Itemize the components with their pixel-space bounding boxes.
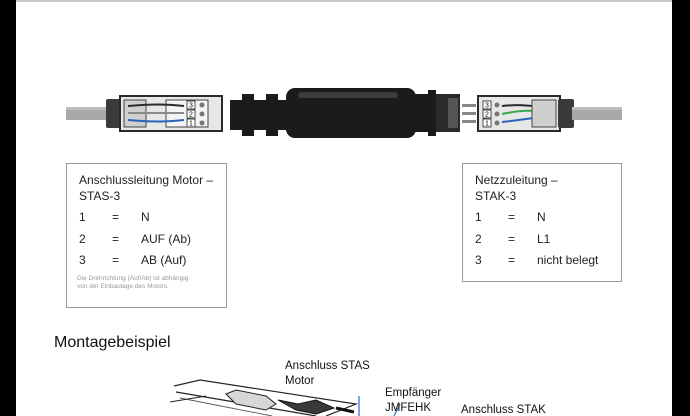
- cable-connector-illustration: 3 2 1 3 2: [16, 80, 672, 146]
- adapter-socket-opening: [448, 98, 458, 128]
- bracket-line: [169, 395, 207, 403]
- adapter-socket-end: [414, 90, 436, 136]
- pin-number: 2: [475, 232, 482, 246]
- right-pin-3: [462, 120, 476, 123]
- adapter-body-highlight: [298, 92, 398, 98]
- pin-equals: =: [508, 210, 516, 224]
- right-pin-1: [462, 104, 476, 107]
- svg-text:1: 1: [189, 121, 193, 128]
- left-cable-highlight: [66, 107, 110, 110]
- left-wire-1: [127, 103, 185, 107]
- callout-stak: Anschluss STAK: [461, 404, 546, 416]
- right-cable-highlight: [572, 107, 622, 110]
- right-pin-2: [462, 112, 476, 115]
- mains-cable-title: Netzzuleitung – STAK-3: [475, 173, 558, 203]
- left-cable: [66, 107, 110, 120]
- pin-assignment: AUF (Ab): [141, 232, 192, 246]
- pin-number: 2: [79, 232, 86, 246]
- pin-assignment: N: [141, 210, 150, 224]
- adapter-body: [286, 88, 416, 138]
- motor-head: [225, 389, 277, 411]
- right-strain-relief: [558, 99, 574, 128]
- svg-text:3: 3: [485, 103, 489, 110]
- pin-assignment: N: [537, 210, 546, 224]
- svg-text:1: 1: [485, 121, 489, 128]
- callout-receiver: Empfänger JMFEHK: [385, 387, 442, 414]
- pin-assignment: AB (Auf): [141, 253, 187, 267]
- right-connector-clamp: [531, 99, 557, 128]
- left-screw-2: [199, 111, 205, 117]
- right-cable: [572, 107, 622, 120]
- tube-inner-edge: [179, 397, 273, 416]
- cable-connector-svg: 3 2 1 3 2: [66, 88, 622, 138]
- rotation-direction-note: Die Drehrichtung (Auf/Ab) ist abhängig v…: [77, 275, 189, 290]
- right-pin-labels: 3 2 1: [482, 100, 492, 128]
- pin-assignment: nicht belegt: [537, 253, 599, 267]
- pin-number: 3: [79, 253, 86, 267]
- adapter-plug-end: [230, 94, 288, 136]
- pin-number: 3: [475, 253, 482, 267]
- left-screw-3: [199, 120, 205, 126]
- left-wire-3: [127, 119, 185, 123]
- svg-text:3: 3: [189, 103, 193, 110]
- motor-cable-info-box: Anschlussleitung Motor – STAS-3 1 = N 2 …: [66, 163, 227, 308]
- right-screw-3: [494, 120, 500, 126]
- pin-assignment: L1: [537, 232, 551, 246]
- left-screw-1: [199, 102, 205, 108]
- pin-number: 1: [475, 210, 482, 224]
- installation-diagram: [166, 360, 666, 416]
- svg-text:2: 2: [485, 112, 489, 119]
- svg-text:2: 2: [189, 112, 193, 119]
- adapter-drawing: [277, 399, 336, 415]
- callout-stas-motor: Anschluss STAS Motor: [285, 360, 370, 387]
- motor-cable-title: Anschlussleitung Motor – STAS-3: [79, 173, 214, 203]
- pin-equals: =: [112, 210, 120, 224]
- adapter-cable: [335, 406, 355, 414]
- left-strain-relief: [106, 99, 122, 128]
- mains-cable-info-box: Netzzuleitung – STAK-3 1 = N 2 = L1 3 = …: [462, 163, 622, 282]
- pin-equals: =: [112, 232, 120, 246]
- left-pin-labels: 3 2 1: [186, 100, 196, 128]
- pin-equals: =: [112, 253, 120, 267]
- top-divider: [16, 0, 672, 2]
- pin-equals: =: [508, 232, 516, 246]
- receiver-leader-line: [393, 403, 401, 416]
- pin-number: 1: [79, 210, 86, 224]
- pin-equals: =: [508, 253, 516, 267]
- installation-diagram-svg: [169, 379, 401, 416]
- right-screw-2: [494, 111, 500, 117]
- section-heading: Montagebeispiel: [54, 334, 171, 351]
- right-screw-1: [494, 102, 500, 108]
- document-page: 3 2 1 3 2: [16, 0, 672, 416]
